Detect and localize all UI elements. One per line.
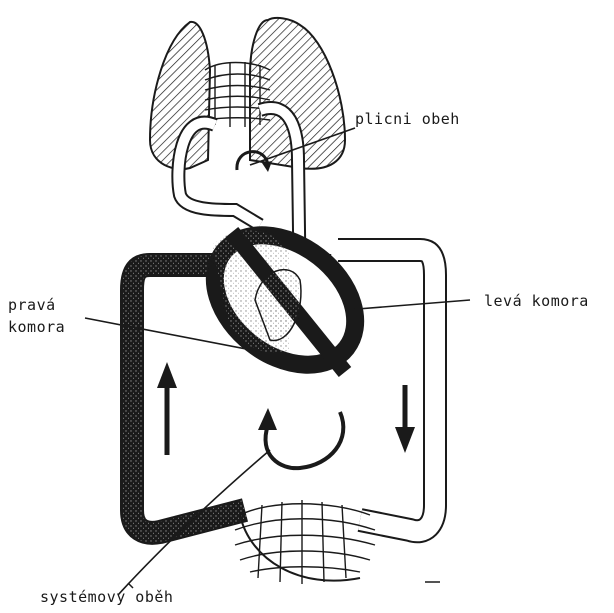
stray-marks [128,582,440,588]
circular-arrow-icon [258,408,343,468]
label-right-ventricle-line2: komora [8,318,65,336]
arrow-up-icon [157,362,177,455]
label-systemic-circulation: systémový oběh [40,588,173,606]
pulmonary-capillaries [205,62,270,127]
label-left-ventricle: levá komora [484,292,589,310]
label-right-ventricle-line1: pravá [8,296,56,314]
systemic-capillaries [235,500,375,584]
heart [190,209,381,392]
arrow-down-icon [395,385,415,453]
label-pulmonary-circulation: plicni obeh [355,110,460,128]
